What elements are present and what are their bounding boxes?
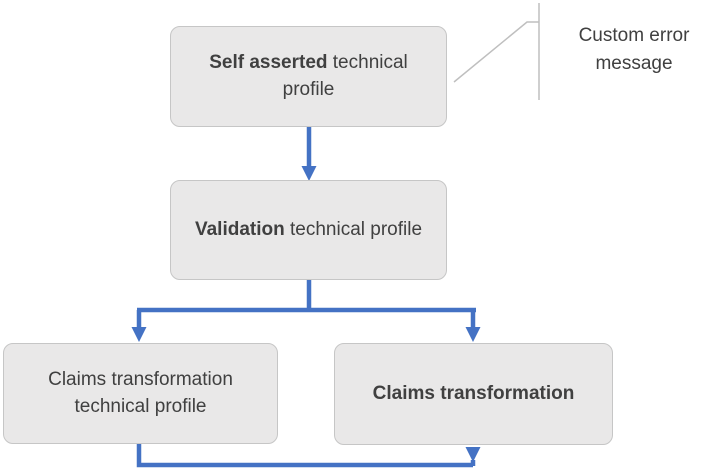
node-label: Self asserted technical profile <box>209 51 408 100</box>
callout-leader-line <box>453 3 540 100</box>
node-label: Validation technical profile <box>194 218 423 240</box>
arrow-bottom-loop <box>136 444 481 468</box>
node-validation-technical-profile[interactable]: Validation technical profile <box>170 180 447 280</box>
node-claims-transformation[interactable]: Claims transformation <box>334 343 613 445</box>
node-label: Claims transformation <box>372 382 575 404</box>
arrow-self-asserted-to-validation <box>301 127 317 181</box>
callout-custom-error-message: Custom error message <box>578 25 690 74</box>
node-self-asserted-technical-profile[interactable]: Self asserted technical profile <box>170 26 447 127</box>
arrow-validation-branch <box>131 280 481 342</box>
node-claims-transformation-technical-profile[interactable]: Claims transformation technical profile <box>3 343 278 444</box>
node-label: Claims transformation technical profile <box>48 368 233 417</box>
